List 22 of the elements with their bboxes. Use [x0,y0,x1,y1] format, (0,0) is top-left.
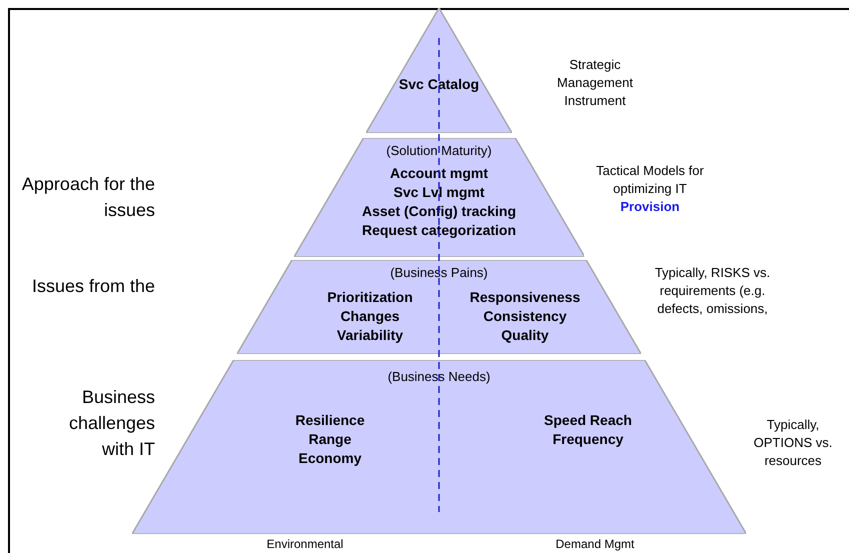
side-note: Tactical Models for optimizing IT Provision [595,162,705,216]
tier-text: Svc Catalog [398,75,480,94]
side-note: Typically, OPTIONS vs. resources [752,416,834,470]
tier-text: Resilience Range Economy [294,411,366,468]
tier-text: Responsiveness Consistency Quality [468,288,582,345]
pyramid-tier [236,260,642,354]
row-label: Business challenges with IT [68,386,155,461]
tier-text: Svc Lvl mgmt [392,183,486,202]
axis-label: Demand Mgmt [554,537,636,552]
axis-label: Environmental [266,537,344,552]
side-note: Typically, RISKS vs. requirements (e.g. defects, omissions, [654,264,772,318]
side-note: Strategic Management Instrument [556,56,634,110]
row-label: Issues from the [30,275,155,298]
pyramid-tier [294,138,584,257]
tier-text: Speed Reach Frequency [543,411,633,449]
tier-subtitle: (Business Pains) [389,264,489,281]
tier-text: Prioritization Changes Variability [326,288,414,345]
tier-text: Asset (Config) tracking [360,202,517,221]
row-label: Approach for the issues [20,173,155,222]
pyramid-tier [366,8,512,133]
tier-subtitle: (Solution Maturity) [385,142,493,159]
tier-text: Request categorization [360,221,518,240]
